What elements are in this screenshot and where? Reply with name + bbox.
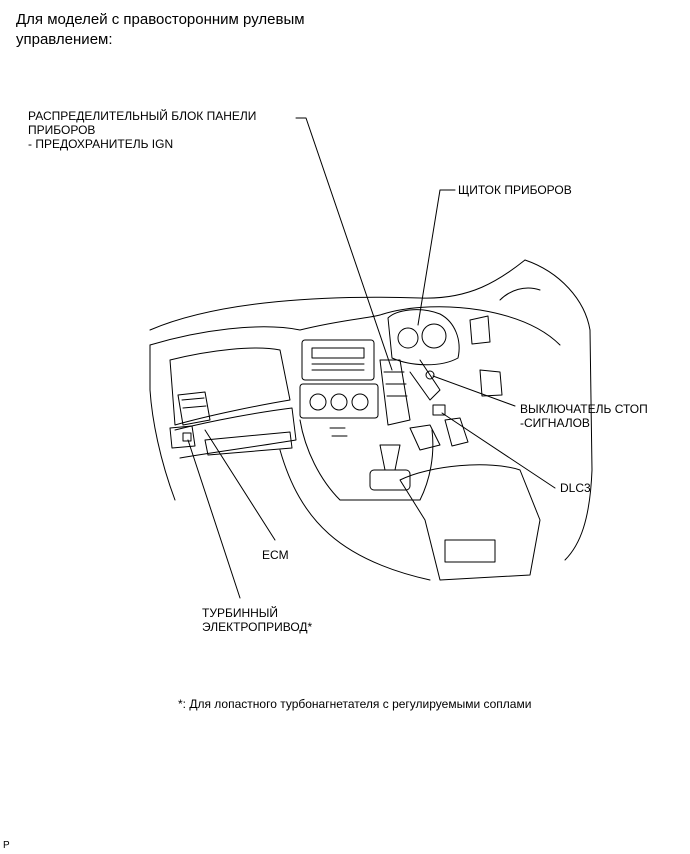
meter-gauge-2 — [421, 323, 447, 349]
mirror-base — [499, 287, 541, 301]
ecm-unit — [177, 391, 211, 426]
climate-knob-2 — [330, 393, 348, 411]
audio-unit — [301, 339, 375, 381]
shift-boot — [369, 469, 411, 491]
glove-box — [174, 407, 297, 459]
leader-stop-switch — [432, 375, 516, 407]
center-box — [399, 464, 541, 581]
right-door-edge — [564, 329, 593, 561]
meter-cluster — [387, 309, 460, 366]
heading-line-1: Для моделей с правосторонним рулевым — [16, 11, 305, 28]
junction-block-detail — [383, 371, 408, 397]
label-ecm-line-1: ECM — [262, 548, 289, 562]
leader-meter — [417, 189, 456, 326]
center-console — [299, 419, 434, 501]
right-vent — [469, 315, 491, 345]
label-turbo-line-2: ЭЛЕКТРОПРИВОД* — [202, 620, 313, 634]
windshield-line — [149, 259, 526, 331]
label-dlc3: DLC3 — [560, 481, 591, 495]
label-turbo-line-1: ТУРБИННЫЙ — [202, 606, 279, 620]
pedal-2 — [444, 417, 469, 447]
shift-lever — [379, 444, 401, 471]
junction-block — [379, 359, 411, 426]
heading-line-2: управлением: — [16, 31, 113, 48]
meter-gauge-1 — [397, 327, 419, 349]
climate-knob-3 — [351, 393, 369, 411]
stop-switch-part — [425, 370, 435, 380]
climate-panel — [299, 383, 379, 419]
leader-dlc3 — [441, 412, 556, 489]
right-panel-switches — [479, 369, 503, 397]
corner-mark: P — [3, 840, 10, 851]
dlc3-connector — [432, 404, 446, 416]
label-turbo-actuator: ТУРБИННЫЙ ЭЛЕКТРОПРИВОД* — [202, 606, 312, 634]
footnote: *: Для лопастного турбонагнетателя с рег… — [178, 697, 532, 711]
pedal-1 — [409, 424, 441, 451]
leader-ecm — [204, 429, 276, 541]
console-vents — [329, 427, 348, 437]
label-junction-line-1: РАСПРЕДЕЛИТЕЛЬНЫЙ БЛОК ПАНЕЛИ — [28, 109, 257, 123]
label-stop-lamp-switch: ВЫКЛЮЧАТЕЛЬ СТОП -СИГНАЛОВ — [520, 402, 648, 430]
steering-column — [409, 359, 441, 401]
label-meter: ЩИТОК ПРИБОРОВ — [458, 183, 572, 197]
box-pocket — [444, 539, 496, 563]
label-junction-block: РАСПРЕДЕЛИТЕЛЬНЫЙ БЛОК ПАНЕЛИ ПРИБОРОВ -… — [28, 109, 256, 151]
label-ecm: ECM — [262, 548, 289, 562]
audio-display — [311, 347, 365, 359]
diagram-heading: Для моделей с правосторонним рулевым упр… — [16, 10, 376, 50]
leader-turbo-actuator — [187, 439, 241, 599]
label-junction-line-2: ПРИБОРОВ — [28, 123, 96, 137]
label-junction-line-3: - ПРЕДОХРАНИТЕЛЬ IGN — [28, 137, 174, 151]
turbo-actuator-unit — [169, 425, 196, 449]
label-dlc3-line-1: DLC3 — [560, 481, 591, 495]
climate-knob-1 — [309, 393, 327, 411]
a-pillar-right — [524, 259, 591, 331]
label-meter-line-1: ЩИТОК ПРИБОРОВ — [458, 183, 572, 197]
glove-box-handle — [204, 431, 293, 456]
left-door-edge — [149, 344, 176, 501]
turbo-connector — [182, 432, 192, 442]
dash-top-right — [379, 306, 561, 346]
dash-left-panel — [169, 347, 291, 426]
leader-junction-block — [295, 117, 393, 371]
label-stop-line-2: -СИГНАЛОВ — [520, 416, 590, 430]
label-stop-line-1: ВЫКЛЮЧАТЕЛЬ СТОП — [520, 402, 648, 416]
ecm-detail — [181, 397, 207, 409]
dash-top — [149, 314, 381, 346]
floor-line-left — [279, 449, 431, 581]
audio-slots — [311, 363, 365, 371]
